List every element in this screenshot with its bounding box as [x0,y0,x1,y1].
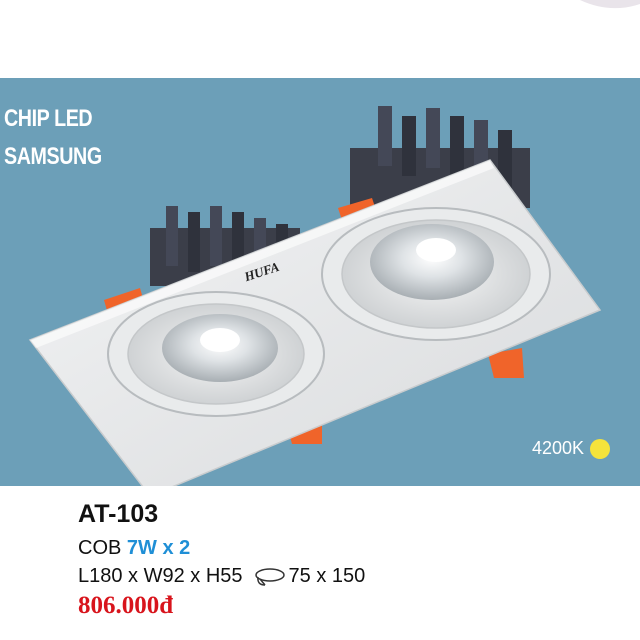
power-prefix: COB [78,537,122,559]
feature-label: CHIP LED SAMSUNG [4,100,102,176]
product-photo: CHIP LED SAMSUNG HUFA 4200K [0,78,640,486]
power-value: 7W x 2 [126,537,191,559]
feature-label-line1: CHIP LED [4,105,93,132]
power-spec: COB 7W x 2 [78,537,190,560]
color-temperature: 4200K [532,438,611,459]
color-temperature-label: 4200K [532,438,585,458]
dimensions: L180 x W92 x H55 [78,565,243,587]
cutout-hole-icon [254,567,285,586]
feature-label-line2: SAMSUNG [4,143,102,170]
lamp-left [107,291,325,417]
size-spec: L180 x W92 x H55 75 x 150 [78,565,365,588]
lamp-right [321,207,551,341]
model-number: AT-103 [78,500,159,528]
corner-decoration [580,0,640,9]
price: 806.000đ [78,592,174,619]
warm-light-dot [590,438,611,459]
cutout-size: 75 x 150 [288,565,366,587]
downlight-illustration [28,106,602,486]
top-white-strip [0,0,640,78]
